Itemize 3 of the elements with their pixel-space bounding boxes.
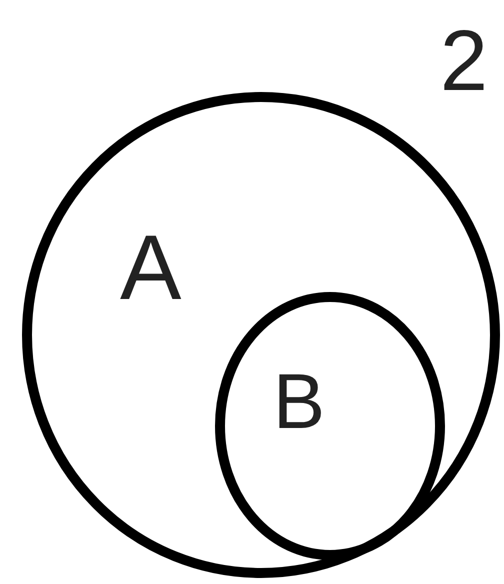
set-label: A <box>120 222 182 314</box>
figure-number: 2 <box>440 18 488 104</box>
set-label: B <box>273 362 326 440</box>
